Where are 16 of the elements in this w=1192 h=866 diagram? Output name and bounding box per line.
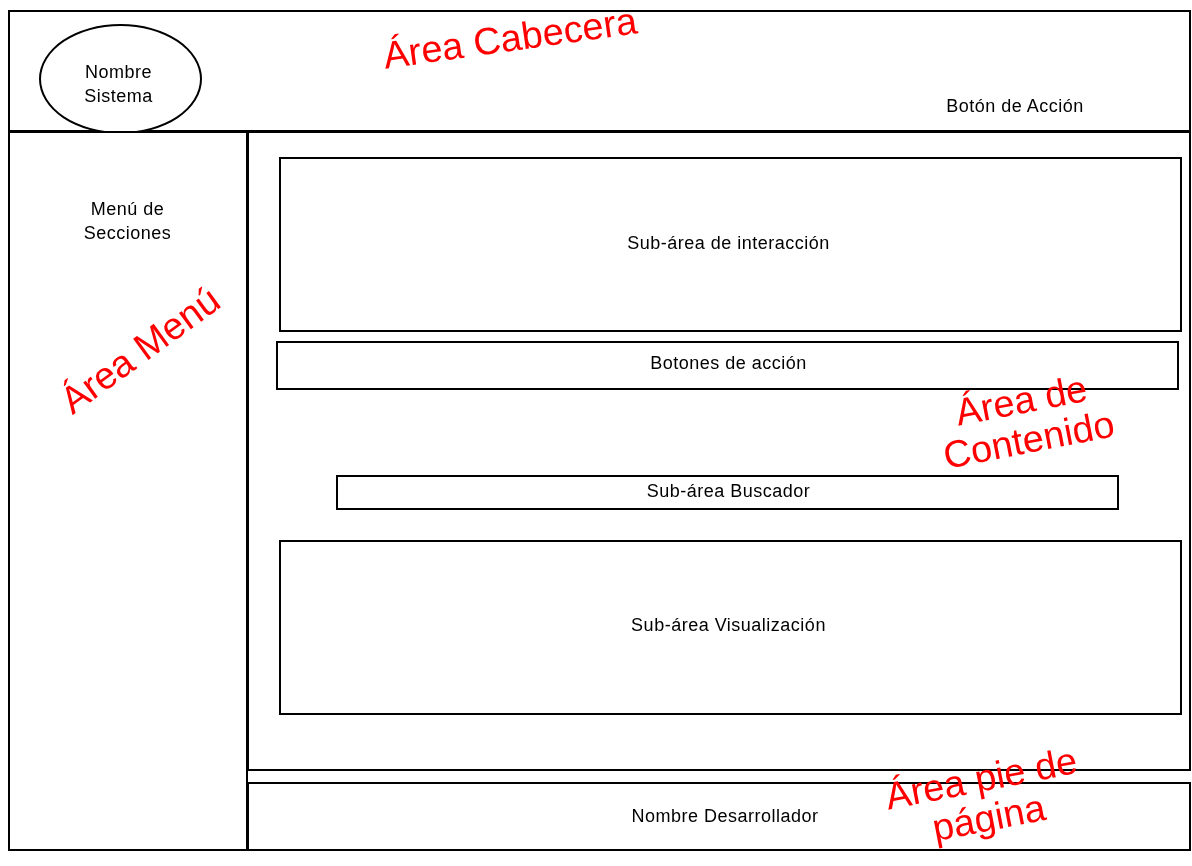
search-subarea <box>336 475 1119 510</box>
element-label: Botones de acción <box>649 352 808 375</box>
area-title: Área Cabecera <box>379 0 641 79</box>
header-area <box>8 10 1191 132</box>
element-label: Nombre Sistema <box>83 61 154 108</box>
element-label: Nombre Desarrollador <box>630 805 820 828</box>
visualization-subarea <box>279 540 1182 715</box>
area-title: Área de Contenido <box>938 366 1119 479</box>
element-label: Sub-área Visualización <box>630 614 827 637</box>
element-label: Botón de Acción <box>945 95 1085 118</box>
interaction-subarea <box>279 157 1182 332</box>
area-title: Área pie de página <box>880 738 1082 852</box>
element-label: Menú de Secciones <box>82 198 173 245</box>
menu-area <box>8 131 248 851</box>
element-label: Sub-área Buscador <box>645 480 812 503</box>
element-label: Sub-área de interacción <box>626 232 831 255</box>
